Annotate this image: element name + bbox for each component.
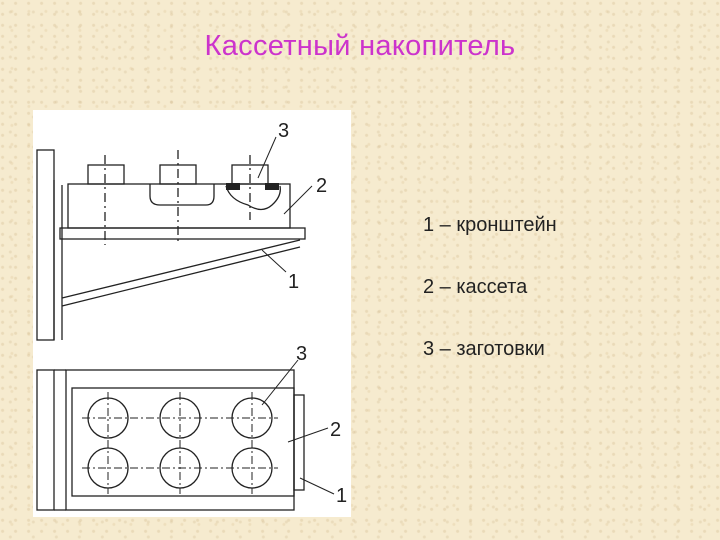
leaders-side <box>257 136 313 273</box>
callout-1-plan: 1 <box>336 485 347 507</box>
workpiece <box>231 164 269 185</box>
callout-3-side: 3 <box>278 120 289 142</box>
clamp <box>265 183 279 190</box>
legend-item-cassette: 2 – кассета <box>423 276 528 298</box>
section-cut <box>225 185 281 211</box>
cassette-edge <box>293 394 305 491</box>
legend-item-bracket: 1 – кронштейн <box>423 214 557 236</box>
leaders-plan <box>261 359 335 495</box>
workpiece <box>87 164 125 185</box>
callout-2-side: 2 <box>316 175 327 197</box>
callout-2-plan: 2 <box>330 419 341 441</box>
legend-item-workpieces: 3 – заготовки <box>423 338 545 360</box>
cassette-pocket <box>149 184 215 206</box>
clamp <box>226 183 240 190</box>
wall-plate-plan <box>36 369 55 511</box>
bracket-strut <box>61 239 301 299</box>
callout-3-plan: 3 <box>296 343 307 365</box>
drawing-panel <box>33 110 351 517</box>
callout-1-side: 1 <box>288 271 299 293</box>
slide-title: Кассетный накопитель <box>204 30 516 62</box>
side-view <box>36 149 306 341</box>
